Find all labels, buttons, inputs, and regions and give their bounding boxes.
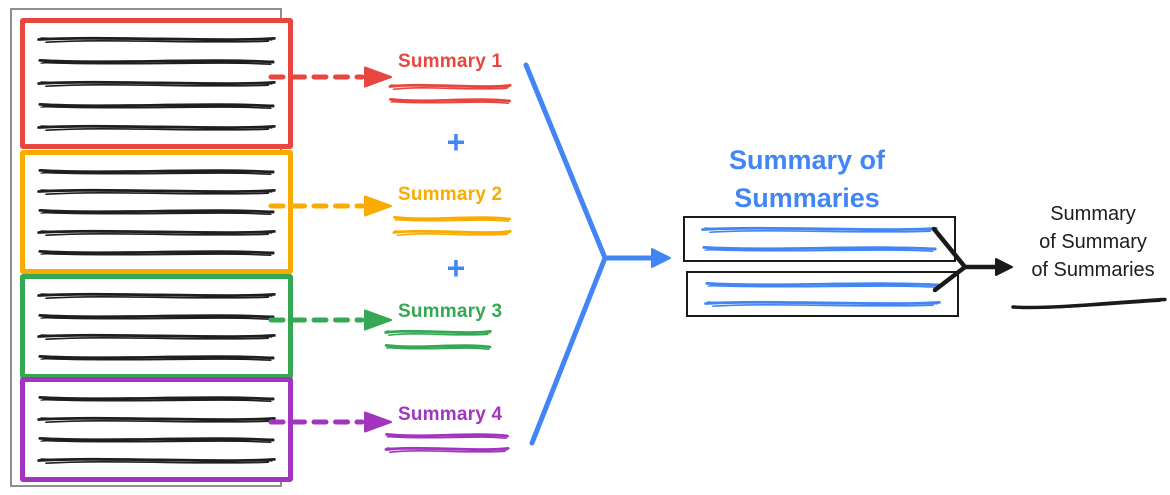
summary-2-label: Summary 2 <box>398 184 503 205</box>
document-2 <box>20 150 293 274</box>
final-merge-arrow-icon <box>931 226 1013 293</box>
text-scribble-line <box>38 313 275 321</box>
text-scribble-line <box>36 229 277 237</box>
title-line-2: Summaries <box>734 183 880 214</box>
text-scribble-line <box>38 437 275 445</box>
document-4 <box>20 377 293 482</box>
summary-of-summaries-box-2 <box>686 271 959 317</box>
summary-scribble-line <box>702 245 937 253</box>
text-scribble-line <box>36 188 277 197</box>
text-scribble-line <box>38 209 275 217</box>
text-scribble-line <box>36 333 277 342</box>
dashed-arrow-icon-3 <box>268 309 392 331</box>
text-scribble-line <box>38 58 275 67</box>
final-label-line-3: of Summaries <box>1031 259 1155 281</box>
final-label-line-1: Summary <box>1050 203 1136 225</box>
merge-arrow-icon <box>523 62 671 446</box>
text-scribble-line <box>38 168 275 176</box>
text-scribble-line <box>36 415 277 424</box>
summary-scribble-line <box>700 226 939 234</box>
final-summary-label: Summary of Summary of Summaries <box>1014 200 1170 284</box>
document-3 <box>20 274 293 379</box>
document-1 <box>20 18 293 149</box>
summary-of-summaries-box-1 <box>683 216 956 262</box>
dashed-arrow-icon-1 <box>268 66 392 88</box>
summary-scribble-line <box>705 281 940 289</box>
text-scribble-line <box>36 36 277 45</box>
dashed-arrow-icon-4 <box>268 411 392 433</box>
summary-1-label: Summary 1 <box>398 51 503 72</box>
summary-3-label: Summary 3 <box>398 301 503 322</box>
summary-scribble-line <box>703 300 942 308</box>
summary-4-label: Summary 4 <box>398 404 503 425</box>
text-scribble-line <box>36 80 277 88</box>
text-scribble-line <box>38 395 275 403</box>
text-scribble-line <box>38 102 275 110</box>
summary-1-scribble <box>388 81 512 106</box>
plus-operator-2: + <box>446 250 466 286</box>
text-scribble-line <box>38 354 275 363</box>
text-scribble-line <box>36 123 277 132</box>
summary-of-summaries-title: Summary of Summaries <box>701 141 913 218</box>
plus-operator-1: + <box>446 124 466 160</box>
dashed-arrow-icon-2 <box>268 195 392 217</box>
final-label-line-2: of Summary <box>1039 231 1147 253</box>
document-stack <box>10 8 293 487</box>
text-scribble-line <box>36 292 277 300</box>
text-scribble-line <box>36 457 277 466</box>
summary-3-scribble <box>384 327 492 352</box>
text-scribble-line <box>38 249 275 258</box>
summary-2-scribble <box>392 213 512 238</box>
summary-4-scribble <box>384 430 510 455</box>
final-summary-scribble <box>1011 297 1167 310</box>
title-line-1: Summary of <box>728 145 886 175</box>
